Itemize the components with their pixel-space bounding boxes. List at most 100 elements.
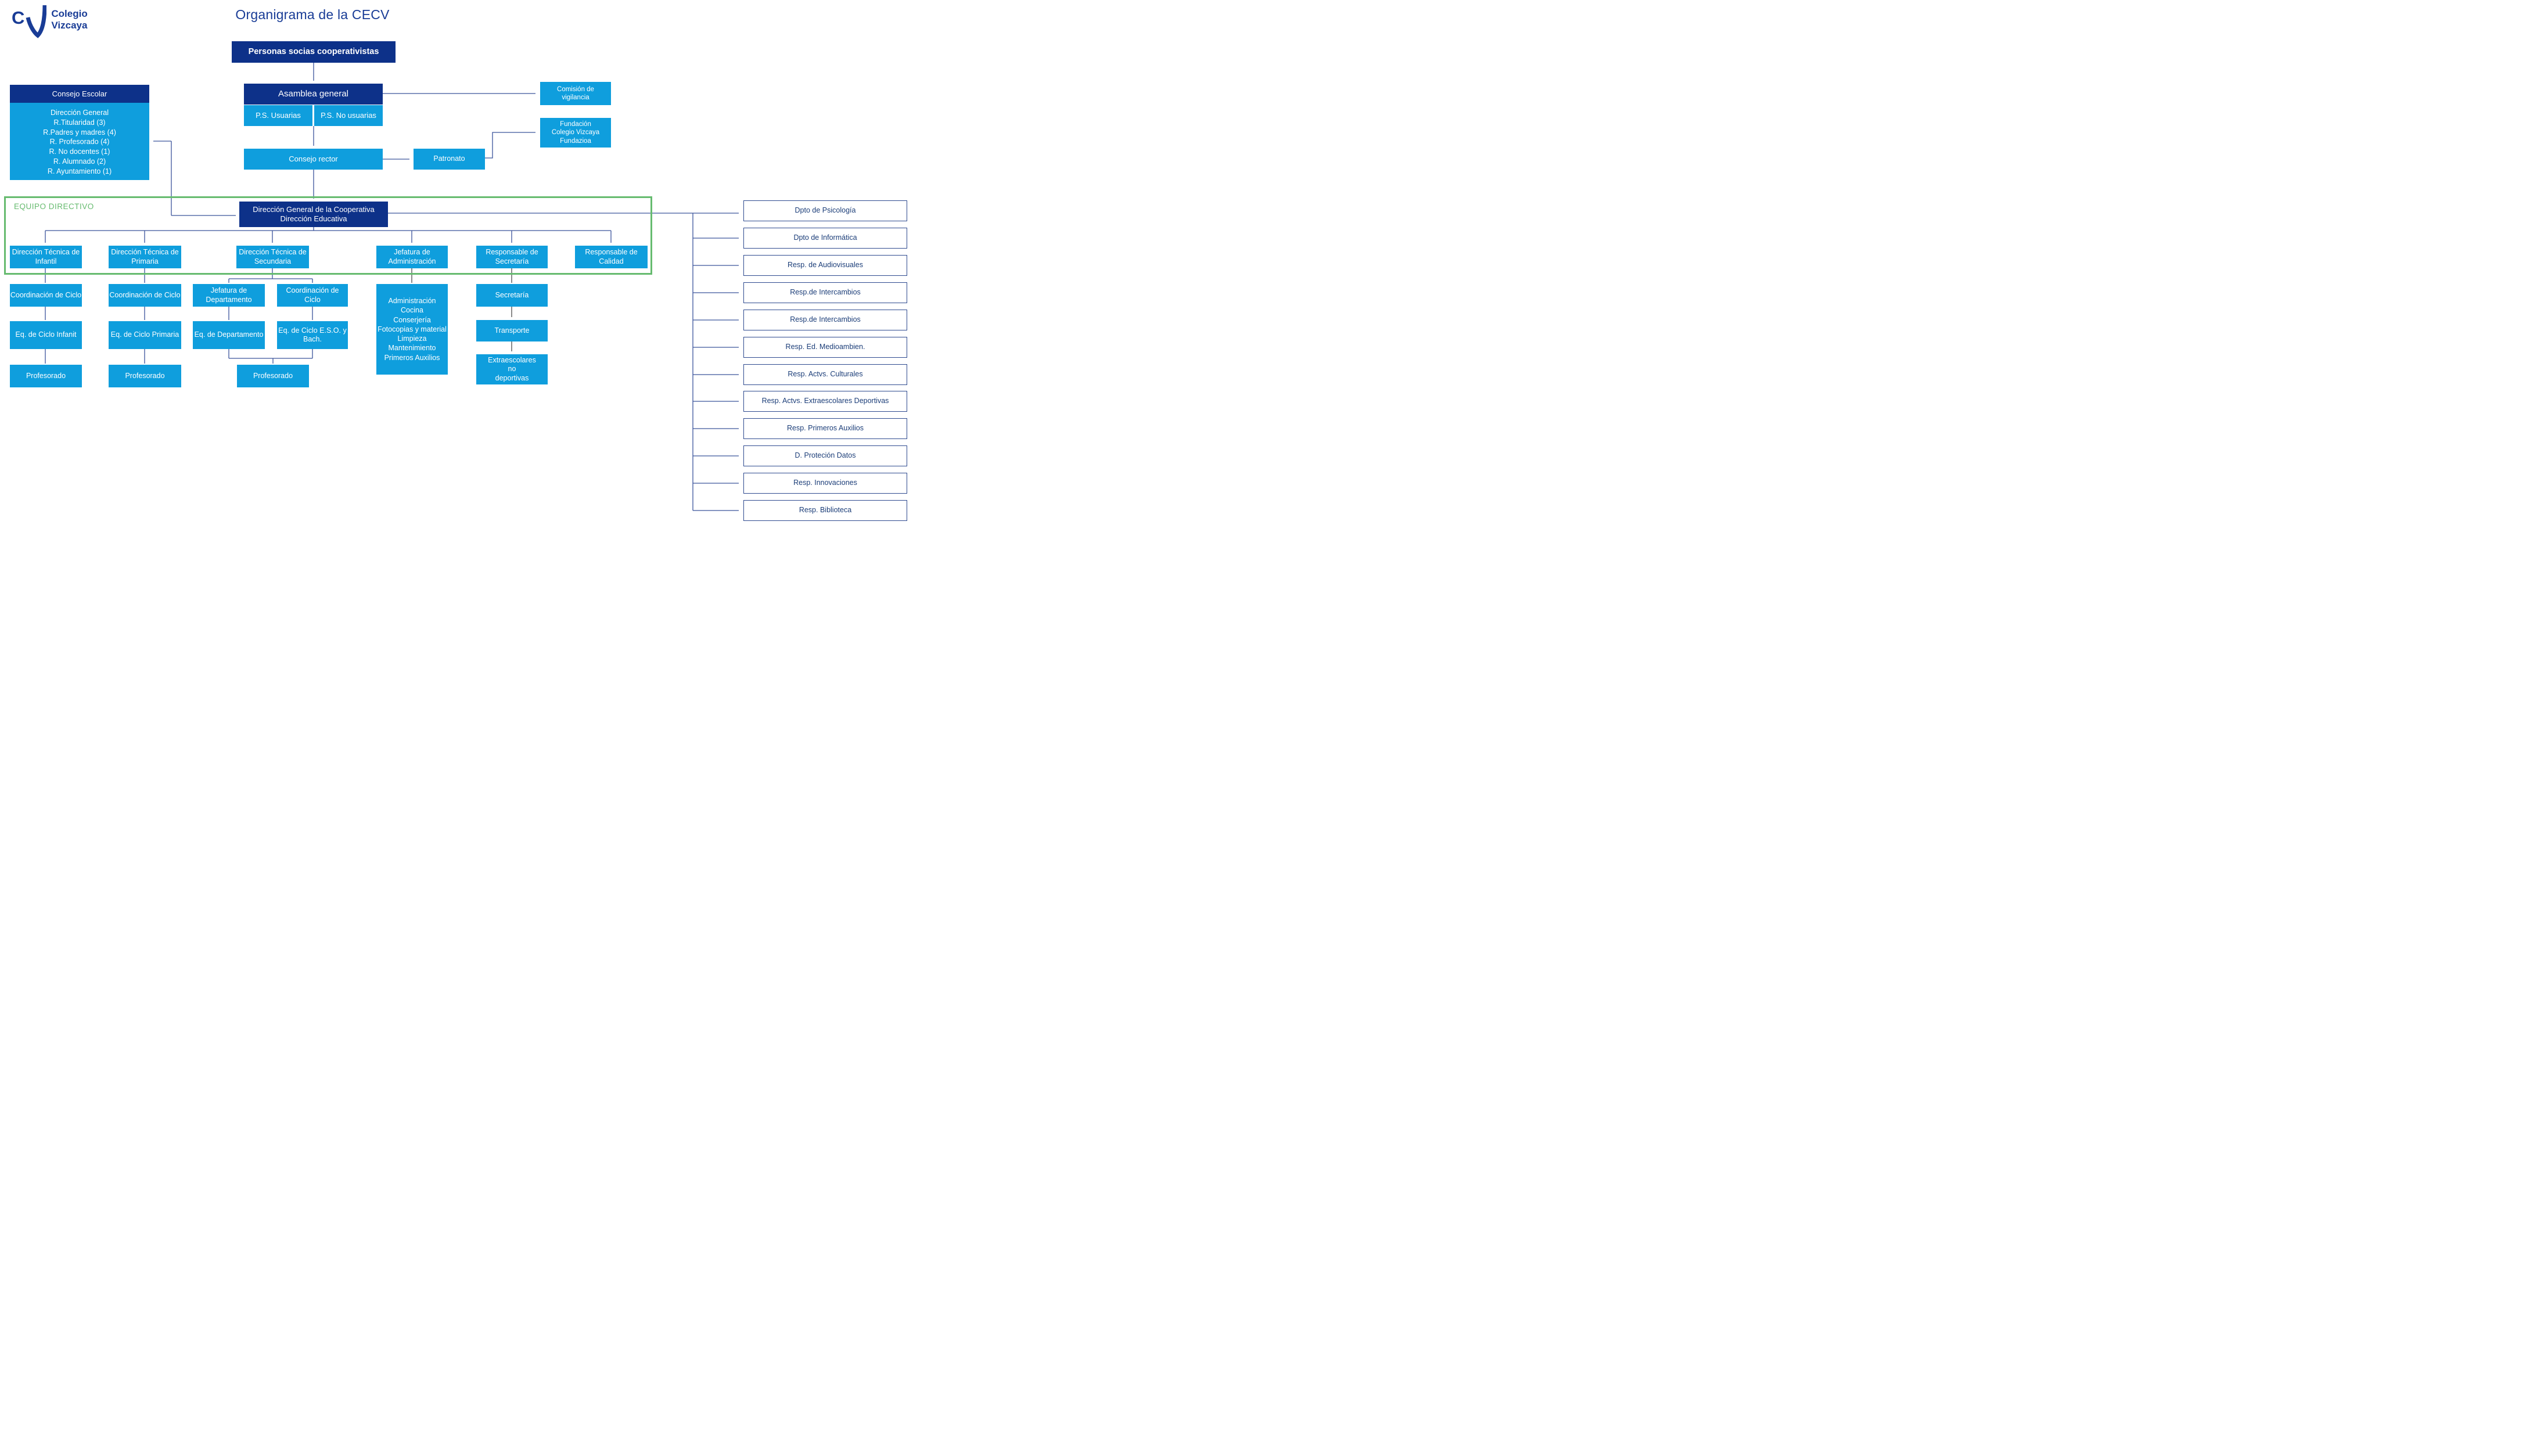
node-label: Dpto de Psicología	[795, 206, 856, 215]
node-responsable-calidad: Responsable de Calidad	[575, 246, 648, 268]
node-fundacion: Fundación Colegio Vizcaya Fundazioa	[540, 118, 611, 148]
node-label-line: deportivas	[495, 373, 529, 382]
service-item: Mantenimiento	[388, 344, 436, 353]
node-profesorado-primaria: Profesorado	[109, 365, 181, 387]
service-item: Limpieza	[397, 335, 427, 343]
node-ps-usuarias: P.S. Usuarias	[244, 105, 312, 126]
node-resp-audiovisuales: Resp. de Audiovisuales	[743, 255, 907, 276]
service-item: Administración	[388, 297, 436, 305]
node-eq-ciclo-eso-bach: Eq. de Ciclo E.S.O. y Bach.	[277, 321, 348, 349]
node-label: Resp.de Intercambios	[790, 288, 861, 297]
node-label: Resp. Ed. Medioambien.	[785, 343, 865, 351]
node-resp-actvs-extraescolares-deportivas: Resp. Actvs. Extraescolares Deportivas	[743, 391, 907, 412]
node-label: Dirección Técnica de Secundaria	[239, 248, 307, 265]
node-label: Profesorado	[253, 371, 293, 380]
node-label: Eq. de Ciclo Primaria	[110, 330, 179, 339]
node-label: Coordinación de Ciclo	[109, 290, 181, 299]
node-label: Jefatura de Departamento	[206, 286, 252, 304]
node-label: Resp. Primeros Auxilios	[787, 424, 864, 433]
node-secretaria: Secretaría	[476, 284, 548, 307]
node-label: Responsable de Calidad	[585, 248, 638, 265]
node-eq-ciclo-primaria: Eq. de Ciclo Primaria	[109, 321, 181, 349]
node-dt-primaria: Dirección Técnica de Primaria	[109, 246, 181, 268]
node-label: Asamblea general	[278, 88, 348, 99]
node-label: Eq. de Departamento	[194, 330, 264, 339]
node-label: Jefatura de Administración	[388, 248, 436, 265]
node-dpto-psicologia: Dpto de Psicología	[743, 200, 907, 221]
node-dt-infantil: Dirección Técnica de Infantil	[10, 246, 82, 268]
node-direccion-general-cooperativa: Dirección General de la Cooperativa Dire…	[239, 202, 388, 227]
equipo-directivo-label: EQUIPO DIRECTIVO	[14, 202, 94, 211]
node-jefatura-administracion: Jefatura de Administración	[376, 246, 448, 268]
node-resp-intercambios-1: Resp.de Intercambios	[743, 282, 907, 303]
member-item: R. Profesorado (4)	[49, 138, 110, 146]
node-label: Secretaría	[495, 290, 529, 299]
node-label-line: Extraescolares	[488, 356, 536, 365]
node-label: Coordinación de Ciclo	[286, 286, 339, 304]
node-label: Resp. Actvs. Culturales	[788, 370, 863, 379]
node-profesorado-infantil: Profesorado	[10, 365, 82, 387]
node-label: Resp. Innovaciones	[793, 479, 857, 487]
node-label-line: Fundazioa	[560, 137, 591, 145]
member-item: R.Titularidad (3)	[53, 118, 106, 127]
node-label: Profesorado	[26, 371, 66, 380]
node-label-line: Comisión de	[557, 85, 594, 93]
member-item: Dirección General	[50, 109, 109, 117]
logo-line2: Vizcaya	[51, 20, 88, 31]
node-label: Consejo rector	[289, 154, 338, 164]
node-comision-vigilancia: Comisión de vigilancia	[540, 82, 611, 105]
node-coordinacion-ciclo-secundaria: Coordinación de Ciclo	[277, 284, 348, 307]
node-dt-secundaria: Dirección Técnica de Secundaria	[236, 246, 309, 268]
node-label: Dirección Técnica de Primaria	[111, 248, 179, 265]
node-label: Resp. Biblioteca	[799, 506, 852, 515]
logo-shield-icon	[26, 5, 47, 38]
logo-line1: Colegio	[51, 8, 88, 19]
node-coordinacion-ciclo-infantil: Coordinación de Ciclo	[10, 284, 82, 307]
logo-wordmark: Colegio Vizcaya	[51, 8, 87, 31]
node-label: P.S. Usuarias	[256, 111, 301, 120]
node-label: Resp. de Audiovisuales	[788, 261, 863, 269]
colegio-vizcaya-logo: C Colegio Vizcaya	[12, 3, 88, 39]
node-resp-innovaciones: Resp. Innovaciones	[743, 473, 907, 494]
node-profesorado-secundaria: Profesorado	[237, 365, 309, 387]
logo-letter-c: C	[12, 8, 25, 28]
node-label-line: no	[508, 365, 516, 373]
member-item: R. No docentes (1)	[49, 148, 110, 156]
node-eq-departamento: Eq. de Departamento	[193, 321, 265, 349]
node-label: Eq. de Ciclo Infanit	[15, 330, 77, 339]
node-consejo-escolar-members: Dirección General R.Titularidad (3) R.Pa…	[10, 103, 149, 180]
member-item: R. Alumnado (2)	[53, 157, 106, 166]
node-resp-intercambios-2: Resp.de Intercambios	[743, 310, 907, 330]
node-proteccion-datos: D. Proteción Datos	[743, 445, 907, 466]
node-label: D. Proteción Datos	[795, 451, 856, 460]
node-label: Consejo Escolar	[52, 89, 107, 98]
node-resp-ed-medioambiental: Resp. Ed. Medioambien.	[743, 337, 907, 358]
node-extraescolares-no-deportivas: Extraescolares no deportivas	[476, 354, 548, 384]
node-label: Responsable de Secretaría	[486, 248, 538, 265]
node-label: Resp.de Intercambios	[790, 315, 861, 324]
node-responsable-secretaria: Responsable de Secretaría	[476, 246, 548, 268]
node-label: Transporte	[494, 326, 530, 335]
node-resp-biblioteca: Resp. Biblioteca	[743, 500, 907, 521]
node-personas-socias: Personas socias cooperativistas	[232, 41, 396, 63]
service-item: Conserjería	[393, 315, 431, 324]
node-eq-ciclo-infantil: Eq. de Ciclo Infanit	[10, 321, 82, 349]
node-resp-primeros-auxilios: Resp. Primeros Auxilios	[743, 418, 907, 439]
node-consejo-rector: Consejo rector	[244, 149, 383, 170]
node-label-line: Fundación	[560, 121, 591, 128]
node-consejo-escolar-header: Consejo Escolar	[10, 85, 149, 103]
service-item: Cocina	[401, 306, 423, 315]
node-label-line: Dirección Educativa	[280, 214, 347, 223]
node-jefatura-departamento: Jefatura de Departamento	[193, 284, 265, 307]
node-label-line: Colegio Vizcaya	[551, 129, 600, 136]
node-label: Resp. Actvs. Extraescolares Deportivas	[761, 397, 889, 405]
node-label: Personas socias cooperativistas	[248, 46, 379, 56]
node-label: Eq. de Ciclo E.S.O. y Bach.	[278, 326, 347, 343]
node-asamblea-general: Asamblea general	[244, 84, 383, 105]
equipo-directivo-frame	[4, 196, 652, 275]
node-resp-actvs-culturales: Resp. Actvs. Culturales	[743, 364, 907, 385]
node-dpto-informatica: Dpto de Informática	[743, 228, 907, 249]
member-item: R.Padres y madres (4)	[43, 128, 116, 136]
node-label: Dirección Técnica de Infantil	[12, 248, 80, 265]
node-label: P.S. No usuarias	[321, 111, 376, 120]
